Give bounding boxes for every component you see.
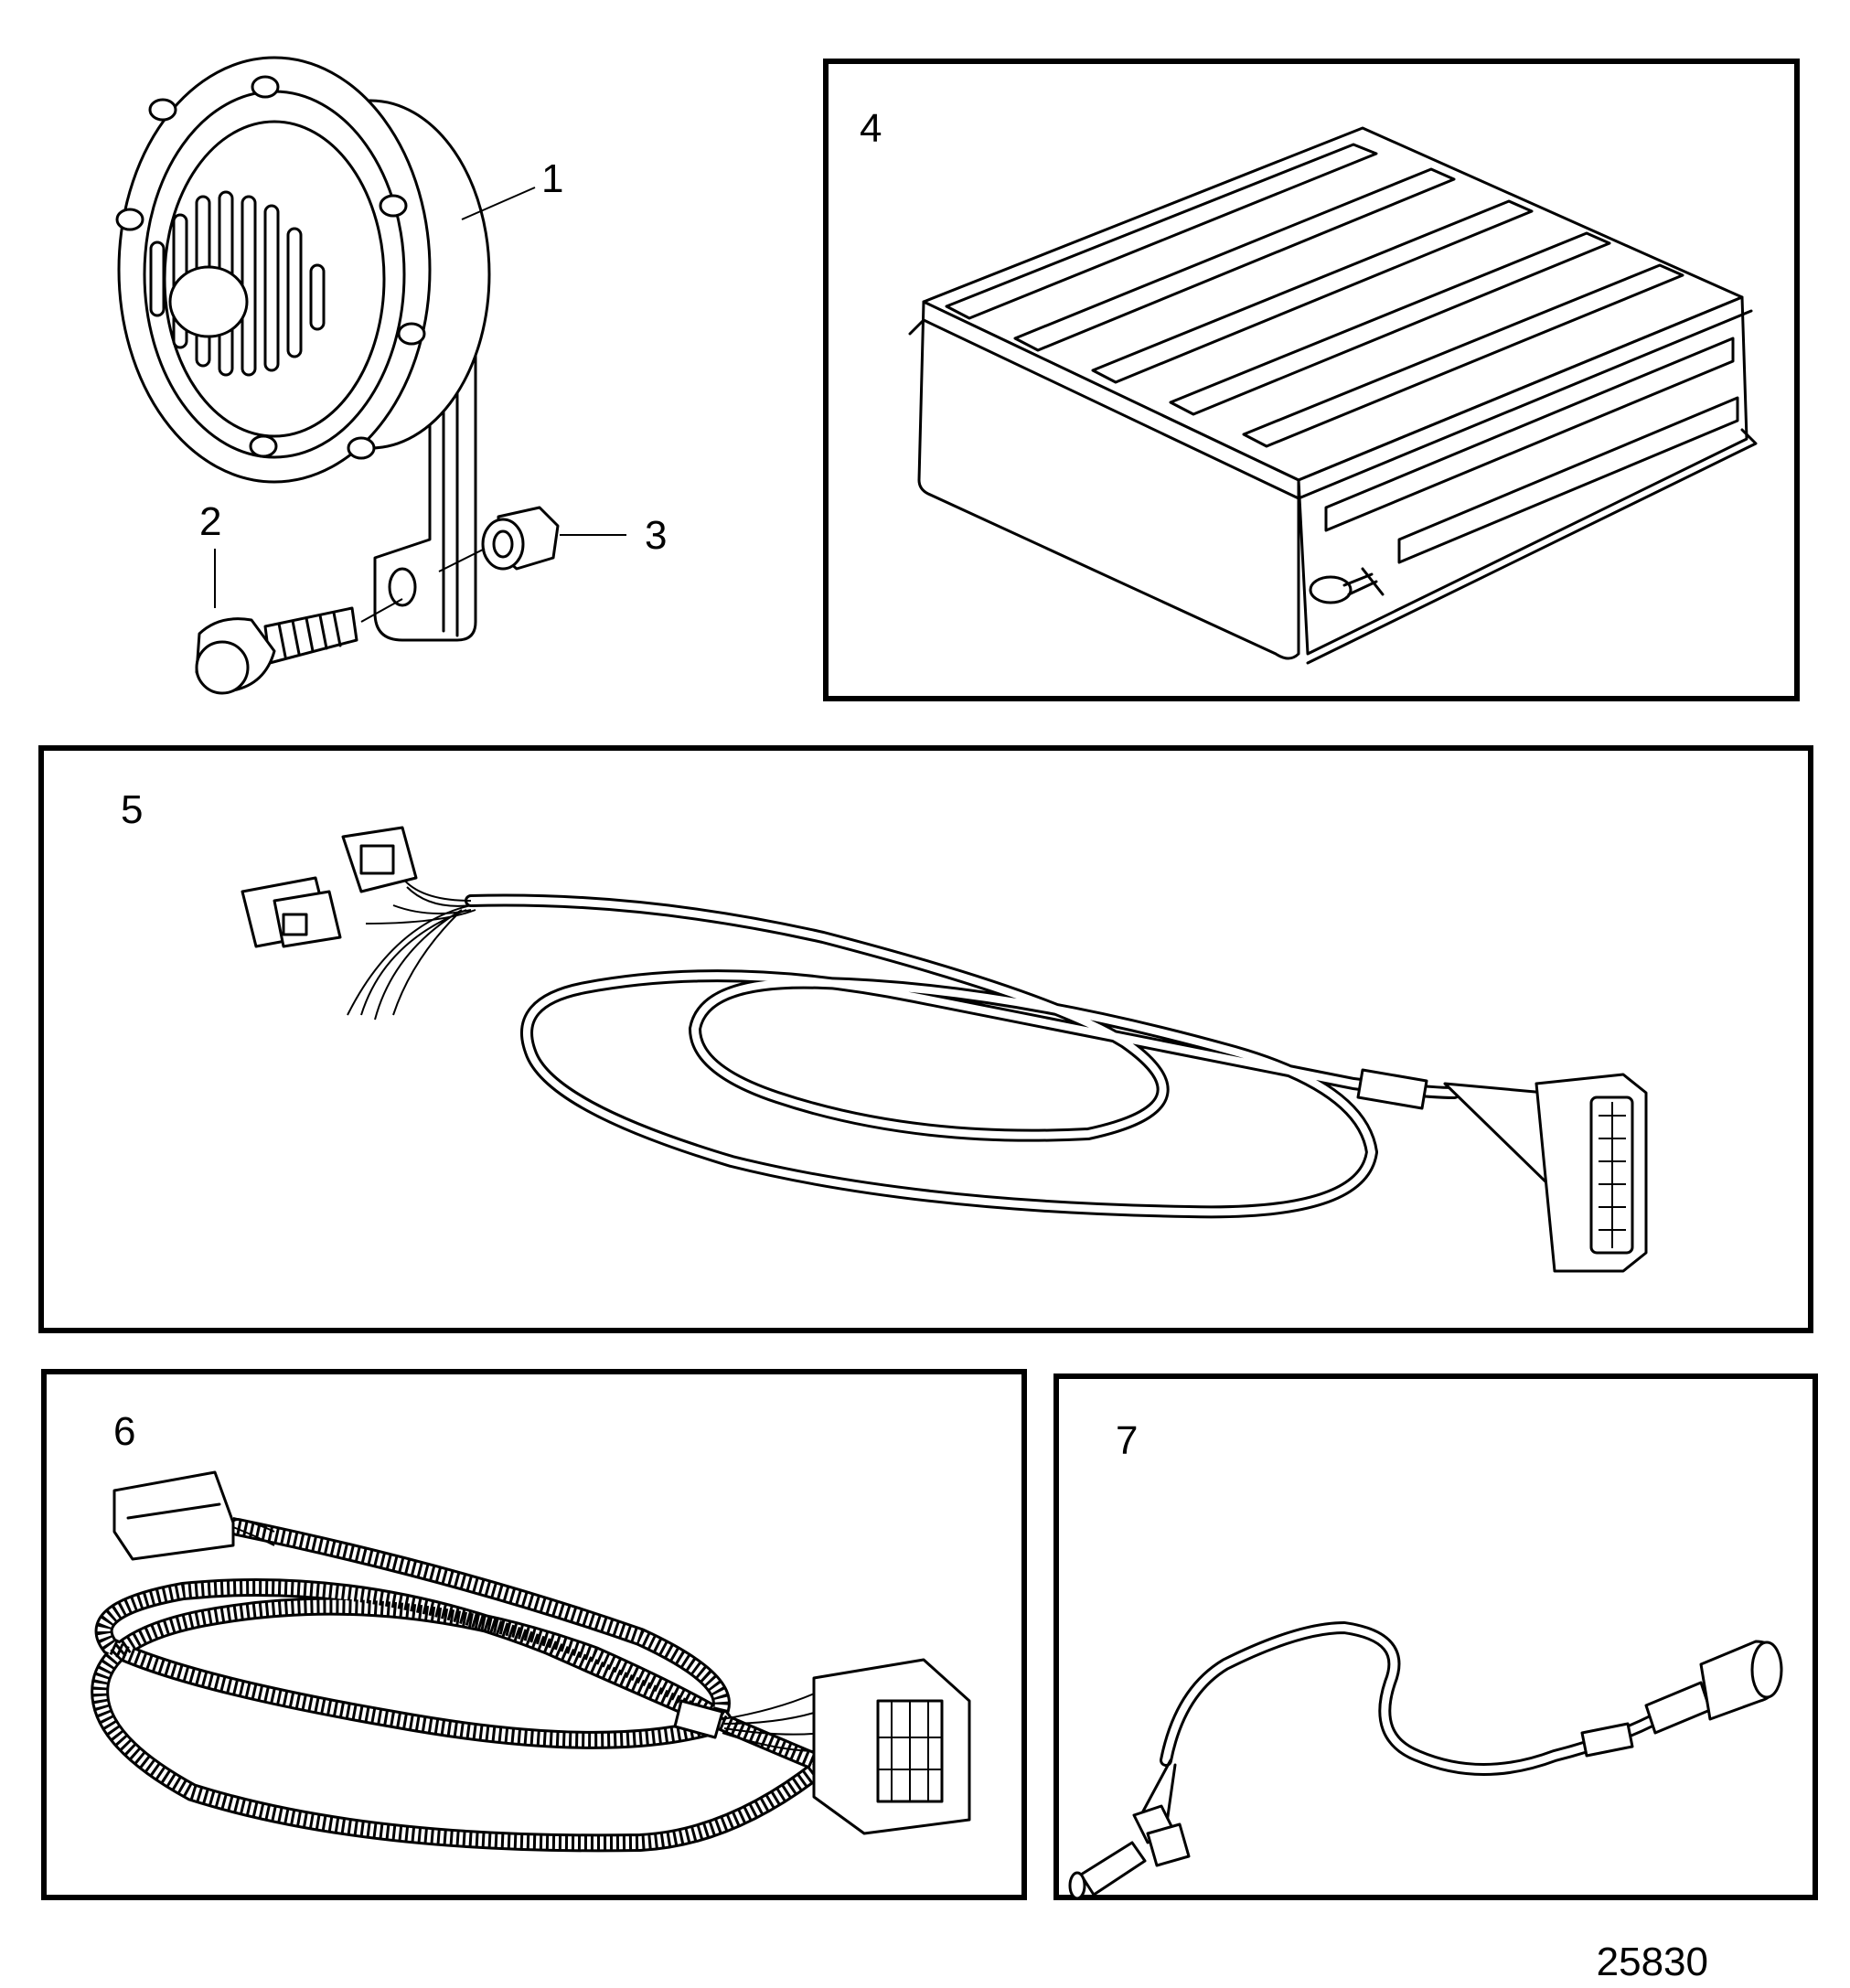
horn-icon	[115, 56, 536, 642]
flange-screws	[115, 75, 426, 460]
figure-number: 25830	[1597, 1940, 1708, 1984]
control-unit-icon	[908, 126, 1758, 665]
braided-harness-icon	[91, 1470, 971, 1853]
panel-5-frame	[38, 745, 1813, 1333]
callout-4: 4	[860, 106, 882, 151]
callout-6: 6	[113, 1409, 135, 1454]
callout-1: 1	[541, 156, 563, 201]
wiring-harness-icon	[241, 826, 1648, 1273]
panel-6-frame	[41, 1369, 1027, 1900]
callout-3: 3	[645, 513, 667, 558]
panel-4-frame	[823, 59, 1800, 701]
panel-7-frame	[1053, 1373, 1818, 1900]
sensor-cable-icon	[1068, 1621, 1783, 1900]
bolt-icon	[195, 549, 403, 695]
callout-7: 7	[1116, 1418, 1138, 1463]
nut-icon	[438, 506, 626, 572]
callout-5: 5	[121, 787, 143, 832]
callout-2: 2	[199, 499, 221, 544]
